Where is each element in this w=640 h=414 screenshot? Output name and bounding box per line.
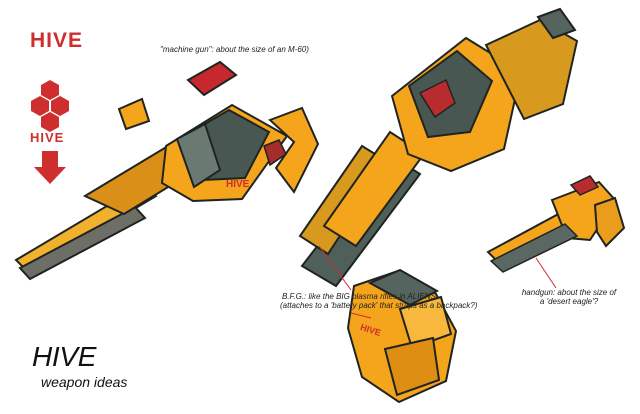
machine-gun-art [14, 60, 320, 281]
callout-lines [318, 245, 557, 319]
machine-gun-front-plate [175, 122, 222, 189]
machine-gun-grip [268, 106, 320, 194]
bfg-rear-grip [536, 7, 577, 40]
hive-logo-wordmark: HIVE [30, 29, 84, 52]
bfg-annotation: B.F.G.: like the BIG plasma rifles in AL… [280, 292, 478, 311]
machine-gun-rear-fin [117, 97, 151, 131]
bfg-art [298, 7, 579, 288]
handgun-callout-line [535, 257, 557, 289]
page-subtitle: weapon ideas [41, 374, 128, 390]
bfg-rear-stock [484, 18, 579, 121]
machine-gun-annotation: "machine gun": about the size of an M-60… [160, 45, 309, 54]
hive-emblem-wordmark: HIVE [30, 130, 65, 145]
machine-gun-trigger [263, 139, 287, 167]
page-title: HIVE [32, 341, 97, 372]
down-arrow-icon [34, 151, 66, 184]
handgun-annotation-line-2: a 'desert eagle'? [539, 297, 599, 307]
bfg-emblem-plate [418, 78, 456, 119]
handgun-annotation-line-1: handgun: about the size of [521, 288, 617, 297]
hex-cell-top [41, 80, 59, 100]
bfg-callout-line [318, 245, 352, 291]
hex-cell-bottom [41, 112, 59, 132]
battery-pack-callout-line [350, 312, 372, 319]
machine-gun-lower-barrel [18, 205, 147, 281]
machine-gun-top-handle [186, 60, 238, 97]
handgun-annotation: handgun: about the size of a 'desert eag… [514, 288, 624, 306]
battery-pack-cap [367, 268, 440, 307]
battery-pack-lower-panel [383, 336, 441, 397]
machine-gun-brand-mark: HIVE [226, 179, 250, 190]
battery-pack-art [346, 268, 458, 404]
battery-pack-side-plate [398, 295, 453, 350]
bfg-annotation-line-2: (attaches to a 'battery pack' that strap… [280, 301, 478, 311]
handgun-under-barrel [489, 223, 579, 273]
handgun-top-detail [569, 175, 600, 196]
handgun-grip [593, 196, 626, 248]
hex-cell-left [31, 96, 49, 116]
hive-logo-emblem [31, 80, 69, 184]
bfg-annotation-line-1: B.F.G.: like the BIG plasma rifles in AL… [281, 292, 439, 301]
handgun-art [486, 175, 626, 273]
hex-cell-right [51, 96, 69, 116]
